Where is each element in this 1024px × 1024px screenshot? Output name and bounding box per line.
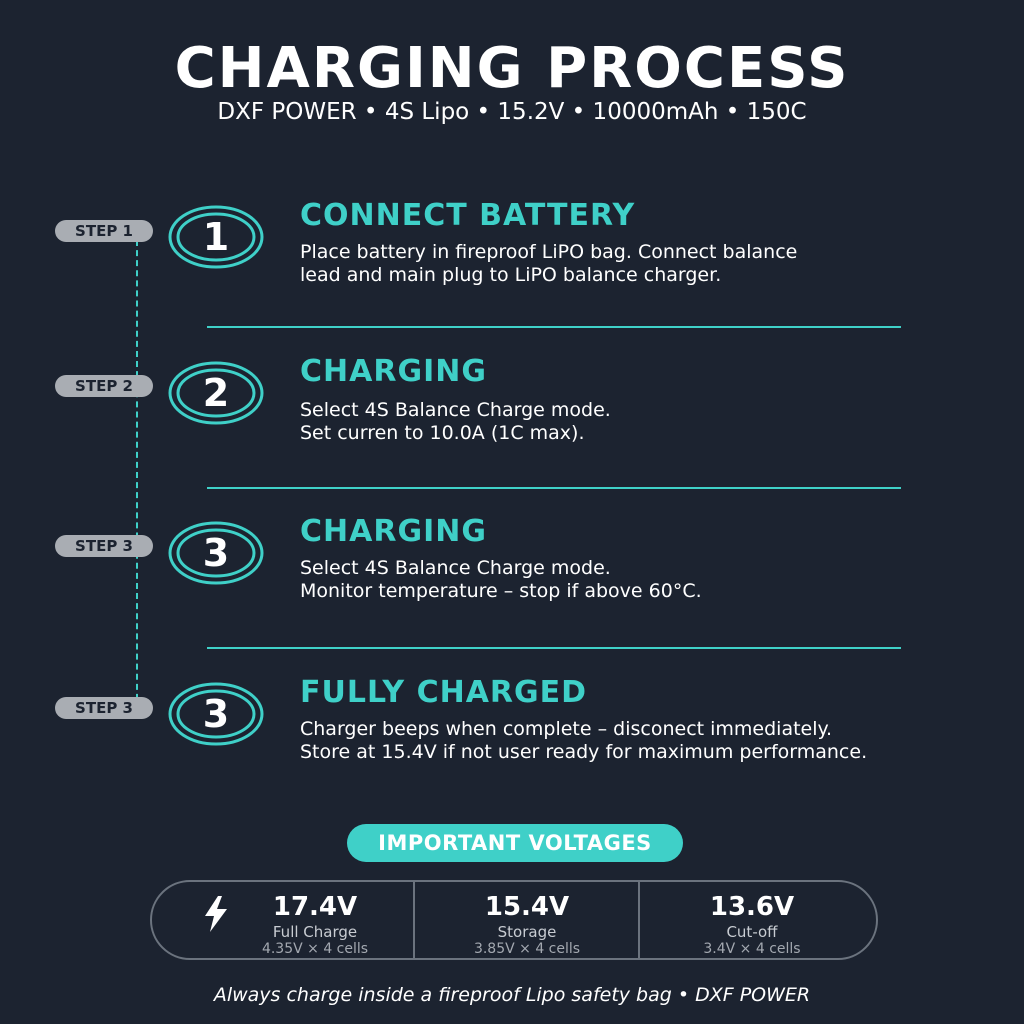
step-pill-2: STEP 2 bbox=[55, 375, 153, 397]
voltage-storage-label: Storage bbox=[497, 923, 557, 941]
step-number-circle-2: 2 bbox=[168, 361, 264, 425]
page-title: CHARGING PROCESS bbox=[174, 36, 850, 101]
step-number-4: 3 bbox=[202, 692, 230, 736]
step-pill-4: STEP 3 bbox=[55, 697, 153, 719]
step-number-1: 1 bbox=[202, 215, 230, 259]
step-divider-1 bbox=[207, 326, 901, 328]
footer-note: Always charge inside a fireproof Lipo sa… bbox=[213, 984, 811, 1006]
step-description-4-line-1: Charger beeps when complete – disconect … bbox=[300, 718, 833, 740]
step-heading-2: CHARGING bbox=[300, 354, 487, 389]
voltage-full-charge-cells: 4.35V × 4 cells bbox=[261, 941, 369, 957]
voltage-cutoff: 13.6V Cut-off 3.4V × 4 cells bbox=[640, 882, 864, 958]
step-number-circle-1: 1 bbox=[168, 205, 264, 269]
step-heading-1: CONNECT BATTERY bbox=[300, 198, 636, 233]
step-number-circle-4: 3 bbox=[168, 682, 264, 746]
voltage-storage: 15.4V Storage 3.85V × 4 cells bbox=[415, 882, 639, 958]
step-description-4: Charger beeps when complete – disconect … bbox=[300, 718, 980, 764]
step-number-3: 3 bbox=[202, 531, 230, 575]
voltage-cutoff-label: Cut-off bbox=[726, 923, 778, 941]
voltage-cutoff-value: 13.6V bbox=[709, 892, 795, 922]
step-divider-3 bbox=[207, 647, 901, 649]
step-description-1: Place battery in fireproof LiPO bag. Con… bbox=[300, 241, 980, 287]
step-description-2-line-2: Set curren to 10.0A (1C max). bbox=[300, 422, 585, 444]
page-subtitle: DXF POWER • 4S Lipo • 15.2V • 10000mAh •… bbox=[217, 99, 807, 125]
step-heading-3: CHARGING bbox=[300, 514, 487, 549]
step-description-4-line-2: Store at 15.4V if not user ready for max… bbox=[300, 741, 868, 763]
voltage-cutoff-cells: 3.4V × 4 cells bbox=[703, 941, 801, 957]
step-description-3: Select 4S Balance Charge mode. Monitor t… bbox=[300, 557, 980, 603]
step-description-2: Select 4S Balance Charge mode. Set curre… bbox=[300, 399, 980, 445]
voltage-storage-cells: 3.85V × 4 cells bbox=[473, 941, 581, 957]
step-description-2-line-1: Select 4S Balance Charge mode. bbox=[300, 399, 611, 421]
voltage-separator-2 bbox=[638, 882, 640, 958]
voltage-full-charge-label: Full Charge bbox=[272, 923, 358, 941]
voltages-panel: 17.4V Full Charge 4.35V × 4 cells 15.4V … bbox=[150, 880, 878, 960]
voltage-separator-1 bbox=[413, 882, 415, 958]
important-voltages-badge: IMPORTANT VOLTAGES bbox=[347, 824, 683, 862]
step-description-1-line-1: Place battery in fireproof LiPO bag. Con… bbox=[300, 241, 798, 263]
step-heading-4: FULLY CHARGED bbox=[300, 675, 588, 710]
step-pill-3: STEP 3 bbox=[55, 535, 153, 557]
step-pill-1: STEP 1 bbox=[55, 220, 153, 242]
step-description-3-line-2: Monitor temperature – stop if above 60°C… bbox=[300, 580, 702, 602]
lightning-bolt-icon bbox=[205, 896, 227, 932]
voltage-storage-value: 15.4V bbox=[484, 892, 570, 922]
step-description-3-line-1: Select 4S Balance Charge mode. bbox=[300, 557, 611, 579]
step-description-1-line-2: lead and main plug to LiPO balance charg… bbox=[300, 264, 722, 286]
voltage-full-charge-value: 17.4V bbox=[272, 892, 358, 922]
step-number-2: 2 bbox=[202, 371, 230, 415]
step-number-circle-3: 3 bbox=[168, 521, 264, 585]
voltage-full-charge: 17.4V Full Charge 4.35V × 4 cells bbox=[152, 882, 414, 958]
timeline-dashed-line bbox=[136, 240, 138, 710]
step-divider-2 bbox=[207, 487, 901, 489]
